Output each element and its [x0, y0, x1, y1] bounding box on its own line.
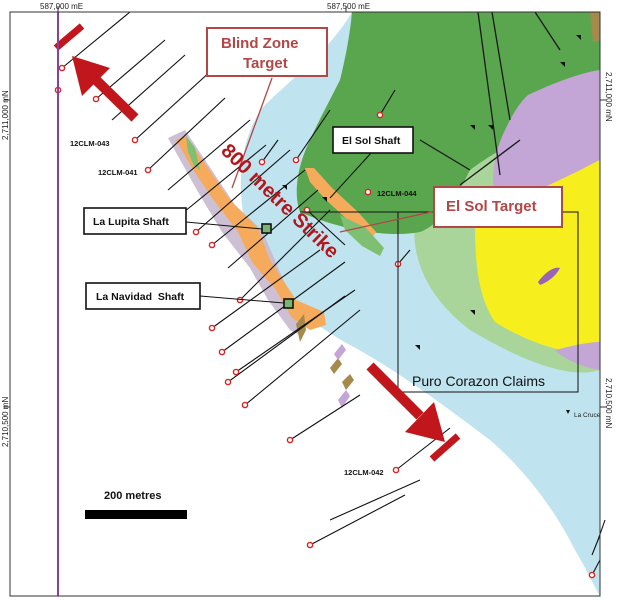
grid-ticks	[4, 6, 606, 408]
town-label: La Cruce	[574, 412, 601, 419]
drill-hole-label: 12CLM-041	[98, 168, 138, 177]
easting-label: 587,500 mE	[327, 2, 370, 11]
el-sol-target-box	[433, 186, 563, 228]
vein-el-sol-orange	[305, 168, 376, 238]
vein-belt-green	[186, 136, 200, 170]
fault-lines	[419, 11, 561, 186]
la-lupita-box	[83, 207, 187, 235]
vein-pod-1	[330, 358, 342, 374]
callout-leaders	[185, 151, 373, 304]
la-lupita-label: La Lupita Shaft	[93, 216, 169, 228]
shaft-symbols	[282, 35, 581, 350]
vein-belt-orange	[176, 136, 326, 330]
vein-pod-4	[334, 344, 346, 360]
vein-pod-2	[342, 374, 354, 390]
la-lupita-shaft-marker	[261, 223, 272, 234]
blind-zone-target-line2: Target	[243, 55, 288, 72]
easting-label: 587,000 mE	[40, 2, 83, 11]
scale-bar	[85, 510, 187, 519]
strike-arrow-nw	[53, 23, 139, 122]
drill-hole-label: 12CLM-044	[377, 189, 417, 198]
drill-hole-label: 12CLM-042	[344, 468, 384, 477]
northing-label-right: 2,711,000 mN	[604, 72, 613, 122]
el-sol-target-label: El Sol Target	[446, 198, 537, 215]
strike-arrow-se	[366, 362, 461, 462]
scale-label: 200 metres	[104, 490, 162, 502]
la-navidad-label: La Navidad Shaft	[96, 291, 185, 303]
la-navidad-box	[85, 282, 201, 310]
blind-zone-target-box	[206, 27, 328, 77]
blind-zone-target-line1: Blind Zone	[221, 35, 299, 52]
target-leaders	[231, 77, 441, 233]
northing-label-left: 2,710,500 mN	[1, 397, 10, 447]
vein-el-sol-green	[340, 215, 384, 256]
purple-lens	[538, 267, 560, 285]
el-sol-box	[332, 126, 414, 154]
town-icon	[566, 410, 570, 414]
northing-label-right: 2,710,500 mN	[604, 378, 613, 428]
drill-hole-label: 12CLM-043	[70, 139, 110, 148]
map-frame	[9, 11, 601, 597]
northing-label-left: 2,711,000 mN	[1, 90, 10, 140]
la-navidad-shaft-marker	[283, 298, 294, 309]
brown-sliver	[590, 12, 600, 42]
claims-label: Puro Corazon Claims	[412, 373, 545, 389]
volcanic-unit	[296, 12, 600, 234]
vein-pod-3	[338, 390, 350, 408]
el-sol-label: El Sol Shaft	[342, 135, 401, 147]
